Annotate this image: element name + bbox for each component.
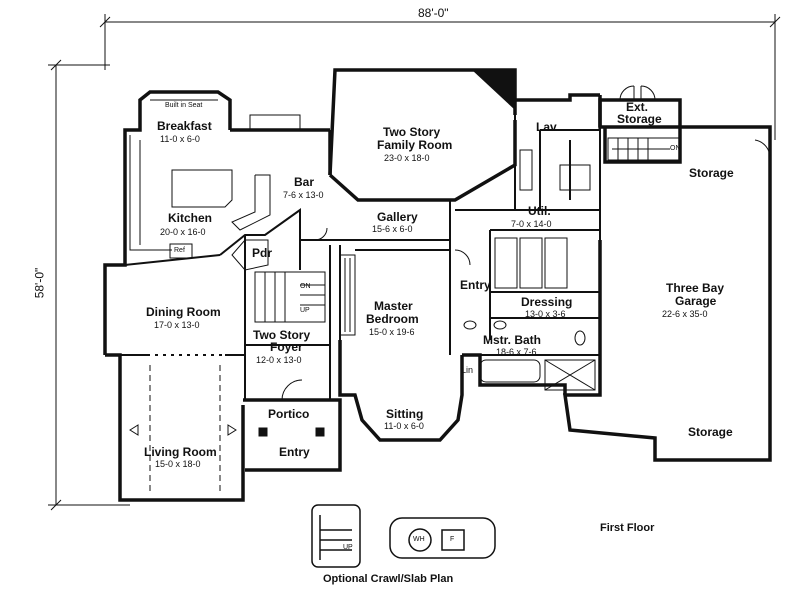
depth-dimension: 58'-0" bbox=[32, 267, 47, 299]
dressing-label: Dressing bbox=[521, 295, 573, 309]
washer-heater-label: WH bbox=[413, 536, 425, 543]
storage-top-label: Storage bbox=[689, 166, 734, 180]
kitchen-label: Kitchen bbox=[168, 211, 213, 225]
gallery-label: Gallery bbox=[377, 210, 418, 224]
breakfast-size: 11-0 x 6-0 bbox=[160, 134, 200, 144]
kitchen-size: 20-0 x 16-0 bbox=[160, 227, 206, 237]
optional-stair-up: UP bbox=[343, 544, 353, 551]
optional-plan-utility bbox=[389, 517, 496, 559]
sitting-size: 11-0 x 6-0 bbox=[384, 421, 424, 431]
master-bedroom-label-1: Master bbox=[374, 299, 413, 313]
optional-plan-stair bbox=[311, 504, 361, 568]
optional-plan-caption: Optional Crawl/Slab Plan bbox=[323, 573, 454, 585]
garage-label-1: Three Bay bbox=[666, 281, 725, 295]
storage-bottom-label: Storage bbox=[688, 425, 733, 439]
living-room-size: 15-0 x 18-0 bbox=[155, 459, 201, 469]
bar-label: Bar bbox=[294, 175, 315, 189]
garage-size: 22-6 x 35-0 bbox=[662, 309, 708, 319]
linen-label: Lin bbox=[461, 365, 474, 375]
front-entry-label: Entry bbox=[279, 445, 310, 459]
util-label: Util. bbox=[528, 204, 551, 218]
gallery-size: 15-6 x 6-0 bbox=[372, 224, 413, 234]
master-bedroom-size: 15-0 x 19-6 bbox=[369, 327, 415, 337]
foyer-stair-up: UP bbox=[300, 307, 310, 314]
master-bath-label: Mstr. Bath bbox=[483, 333, 542, 347]
first-floor-caption: First Floor bbox=[600, 522, 655, 534]
master-bath-size: 18-6 x 7-6 bbox=[496, 347, 537, 357]
width-dimension: 88'-0" bbox=[418, 6, 449, 20]
ext-storage-label-2: Storage bbox=[617, 112, 662, 126]
foyer-label-1: Two Story bbox=[253, 328, 311, 342]
foyer-stair-on: ON bbox=[300, 283, 311, 290]
garage-label-2: Garage bbox=[675, 294, 717, 308]
bar-size: 7-6 x 13-0 bbox=[283, 190, 324, 200]
ref-label: Ref bbox=[174, 247, 185, 254]
width-dimension-line bbox=[99, 14, 781, 140]
lav-label: Lav. bbox=[536, 120, 560, 134]
fireplace-icon bbox=[472, 70, 515, 110]
family-room-label-2: Family Room bbox=[377, 138, 453, 152]
family-room-size: 23-0 x 18-0 bbox=[384, 153, 430, 163]
ext-storage-label-1: Ext. bbox=[626, 100, 649, 114]
dining-room-label: Dining Room bbox=[146, 305, 221, 319]
built-in-seat-label: Built in Seat bbox=[165, 102, 203, 109]
side-entry-label: Entry bbox=[460, 278, 491, 292]
living-room-label: Living Room bbox=[144, 445, 217, 459]
foyer-label-2: Foyer bbox=[270, 340, 303, 354]
breakfast-label: Breakfast bbox=[157, 119, 212, 133]
plan-details bbox=[104, 85, 771, 495]
foyer-size: 12-0 x 13-0 bbox=[256, 355, 302, 365]
master-bedroom-label-2: Bedroom bbox=[366, 312, 419, 326]
dining-room-size: 17-0 x 13-0 bbox=[154, 320, 200, 330]
garage-stair-on: ON bbox=[670, 145, 681, 152]
portico-label: Portico bbox=[268, 407, 310, 421]
furnace-label: F bbox=[450, 536, 455, 543]
pdr-label: Pdr bbox=[252, 246, 273, 260]
arrow-left-icon bbox=[129, 424, 139, 436]
depth-dimension-line bbox=[48, 59, 130, 511]
family-room-label-1: Two Story bbox=[383, 125, 441, 139]
arrow-right-icon bbox=[227, 424, 237, 436]
dressing-size: 13-0 x 3-6 bbox=[525, 309, 566, 319]
sitting-label: Sitting bbox=[386, 407, 424, 421]
util-size: 7-0 x 14-0 bbox=[511, 219, 552, 229]
